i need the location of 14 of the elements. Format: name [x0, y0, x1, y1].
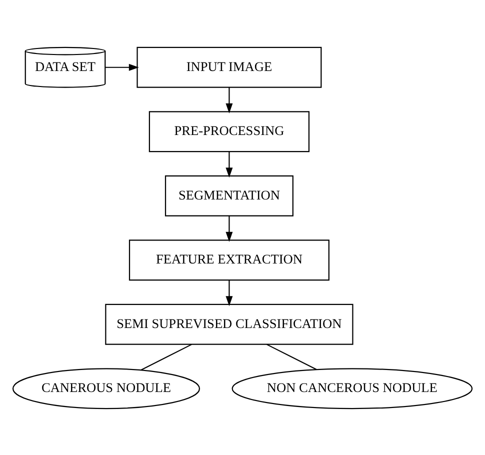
node-box: SEGMENTATION	[164, 174, 294, 216]
node-box: FEATURE EXTRACTION	[128, 239, 330, 280]
node-ellipse: CANEROUS NODULE	[12, 368, 200, 409]
node-box: SEMI SUPREVISED CLASSIFICATION	[105, 303, 354, 344]
node-box: INPUT IMAGE	[136, 46, 322, 88]
arrow	[226, 151, 233, 178]
connector	[140, 343, 192, 370]
arrow	[226, 280, 233, 306]
arrow	[226, 86, 233, 113]
node-ellipse: NON CANCEROUS NODULE	[232, 368, 473, 409]
arrow	[226, 215, 233, 242]
node-box: PRE-PROCESSING	[148, 110, 310, 152]
connector	[266, 343, 317, 370]
arrow	[105, 63, 139, 70]
